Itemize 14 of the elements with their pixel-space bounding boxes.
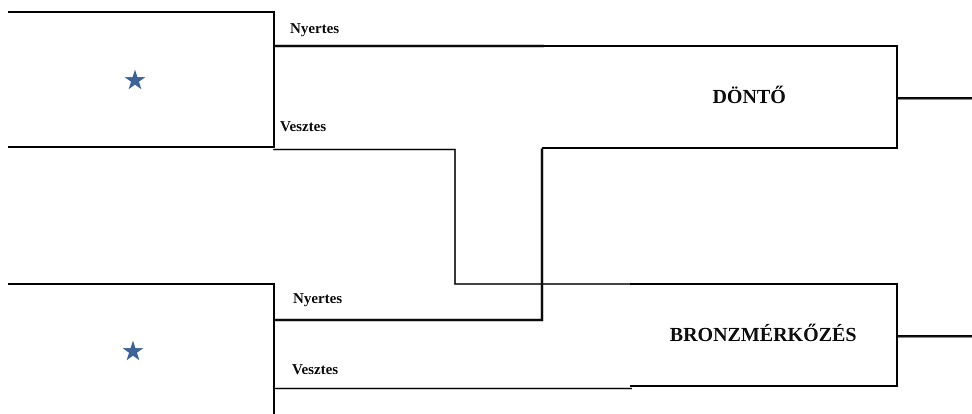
bracket-line [273,388,632,390]
semifinal-bracket [8,10,276,148]
match-title: DÖNTŐ [712,86,786,108]
bracket-line [273,148,632,285]
edge-label: Nyertes [293,292,342,307]
edge-label: Nyertes [290,22,340,37]
semifinal-bracket [8,282,276,414]
bracket-line [896,97,972,100]
bracket-line [273,44,544,48]
bracket-line [896,335,972,338]
match-title: BRONZMÉRKŐZÉS [670,324,856,346]
match-bracket [542,44,898,150]
match-bracket [630,282,898,388]
bracket-line [273,148,544,322]
